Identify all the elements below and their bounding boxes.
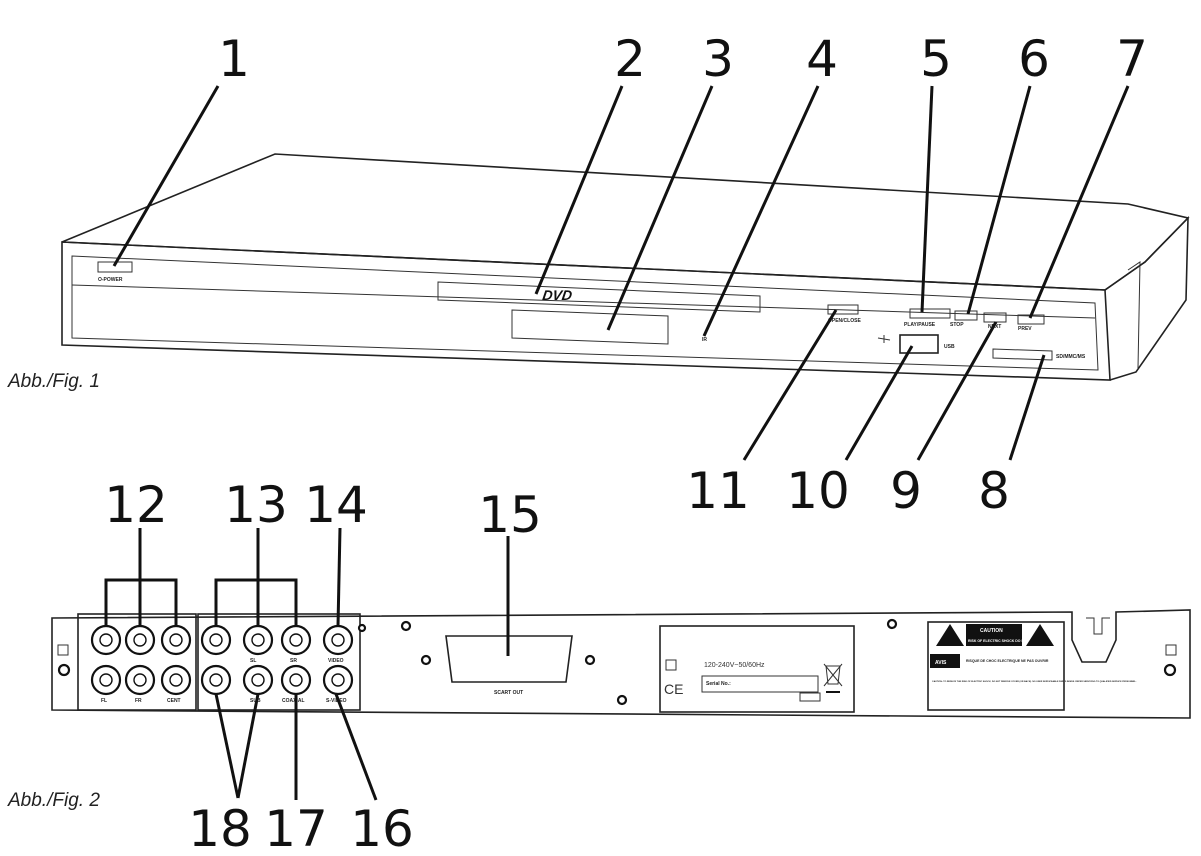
card-slot-label: SD/MMC/MS xyxy=(1056,354,1086,360)
card-slot xyxy=(992,348,1053,361)
stop-label: STOP xyxy=(950,322,964,328)
warning-text: CAUTION: TO REDUCE THE RISK OF ELECTRIC … xyxy=(932,680,1137,683)
callout-2: 2 xyxy=(614,30,646,88)
callout-7: 7 xyxy=(1116,30,1148,88)
callout-8: 8 xyxy=(978,462,1010,520)
jack-panel-right xyxy=(197,613,361,711)
figure-1-caption: Abb./Fig. 1 xyxy=(7,371,100,392)
sl-label: SL xyxy=(250,658,256,664)
scart-out-label: SCART OUT xyxy=(494,690,523,696)
serial-label: Serial No.: xyxy=(706,681,731,687)
prev-label: PREV xyxy=(1018,326,1032,332)
play-pause-label: PLAY/PAUSE xyxy=(904,322,936,328)
usb-symbol-icon xyxy=(877,335,891,343)
callout-6: 6 xyxy=(1018,30,1050,88)
dvd-logo: DVD xyxy=(541,287,573,303)
s-video-label: S-VIDEO xyxy=(326,698,347,704)
callout-10: 10 xyxy=(786,462,850,520)
fr-label: FR xyxy=(135,698,142,704)
callout-11: 11 xyxy=(686,462,750,520)
sr-label: SR xyxy=(290,658,297,664)
coaxial-label: COAXIAL xyxy=(282,698,305,704)
callout-5: 5 xyxy=(920,30,952,88)
avis-text: RISQUE DE CHOC ELECTRIQUE NE PAS OUVRIR xyxy=(966,659,1049,663)
callout-12: 12 xyxy=(104,476,168,534)
callout-14: 14 xyxy=(304,476,368,534)
rear-panel xyxy=(51,609,1191,719)
caution-subtitle: RISK OF ELECTRIC SHOCK DO NOT OPEN xyxy=(968,639,1040,643)
cent-label: CENT xyxy=(167,698,181,704)
callout-18: 18 xyxy=(188,800,252,856)
rating-text: 120-240V~50/60Hz xyxy=(704,662,765,669)
callout-16: 16 xyxy=(350,800,414,856)
exclamation-warning-icon xyxy=(1026,624,1054,646)
callout-4: 4 xyxy=(806,30,838,88)
callout-3: 3 xyxy=(702,30,734,88)
callout-17: 17 xyxy=(264,800,328,856)
avis-label: AVIS xyxy=(935,660,947,666)
power-label: O-POWER xyxy=(98,277,123,283)
stop-button xyxy=(954,310,978,321)
callout-1: 1 xyxy=(218,30,250,88)
usb-port xyxy=(899,334,939,354)
jacks-rear-sub-video: SL SR VIDEO SUB COAXIAL S-VIDEO xyxy=(200,624,354,704)
usb-label: USB xyxy=(944,344,955,350)
jack-panel-left xyxy=(77,613,197,711)
caution-title: CAUTION xyxy=(980,628,1003,634)
display-window xyxy=(511,309,669,345)
disc-tray xyxy=(437,281,761,313)
figure-1-front-view: O-POWER DVD IR OPEN/CLOSE PLAY/PAUSE STO… xyxy=(7,30,1190,520)
weee-bin-icon xyxy=(823,663,843,687)
player-right-side xyxy=(1104,215,1189,381)
open-close-button xyxy=(827,304,859,315)
figure-2-rear-view: FL FR CENT SL SR VIDEO SUB COAXIAL S-VID… xyxy=(7,476,1191,856)
lightning-warning-icon xyxy=(936,624,964,646)
caution-label xyxy=(927,621,1065,711)
ce-mark: CE xyxy=(664,681,683,697)
callout-9: 9 xyxy=(890,462,922,520)
play-pause-button xyxy=(909,308,951,319)
callout-13: 13 xyxy=(224,476,288,534)
rating-plate xyxy=(659,625,855,713)
player-top-surface xyxy=(61,153,1190,291)
figure-2-caption: Abb./Fig. 2 xyxy=(7,790,100,811)
video-label: VIDEO xyxy=(328,658,344,664)
callout-15: 15 xyxy=(478,486,542,544)
open-close-label: OPEN/CLOSE xyxy=(828,318,861,324)
fl-label: FL xyxy=(101,698,107,704)
jacks-5-1-front-center: FL FR CENT xyxy=(90,624,192,704)
ir-label: IR xyxy=(702,337,707,343)
scart-connector xyxy=(445,635,573,683)
